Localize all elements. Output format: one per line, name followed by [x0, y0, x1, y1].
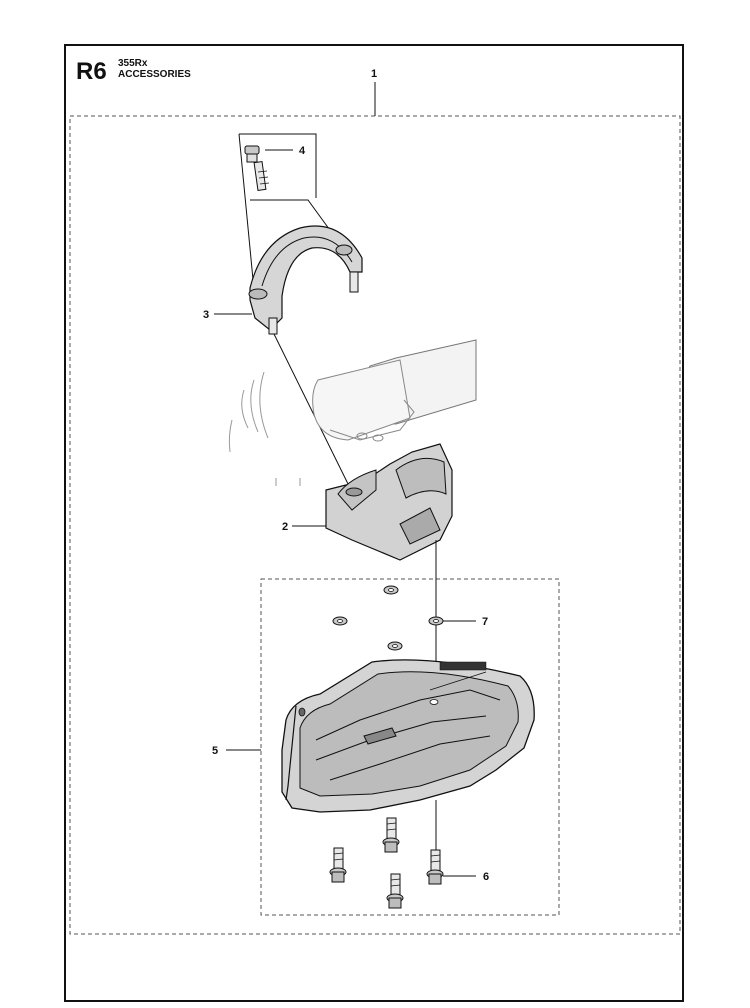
- callout-7: 7: [482, 616, 488, 628]
- section-code: R6: [76, 58, 107, 85]
- model-name: 355Rx: [118, 58, 148, 69]
- bolt-part-4: [244, 145, 270, 191]
- callout-1: 1: [371, 68, 377, 80]
- clamp-part-3: [248, 225, 363, 335]
- page-frame: [64, 44, 684, 1002]
- clamp-part-2: [325, 443, 453, 561]
- callout-2: 2: [282, 521, 288, 533]
- callout-3: 3: [203, 309, 209, 321]
- callout-4: 4: [299, 145, 306, 157]
- screw-part-6: [329, 817, 444, 909]
- callout-6: 6: [483, 871, 489, 883]
- callout-5: 5: [212, 745, 218, 757]
- washer-part-7: [332, 585, 444, 651]
- shaft-tube: [228, 339, 477, 486]
- section-title: ACCESSORIES: [118, 69, 191, 80]
- guard-part-5: [281, 659, 535, 813]
- group-box-guard: [260, 578, 560, 916]
